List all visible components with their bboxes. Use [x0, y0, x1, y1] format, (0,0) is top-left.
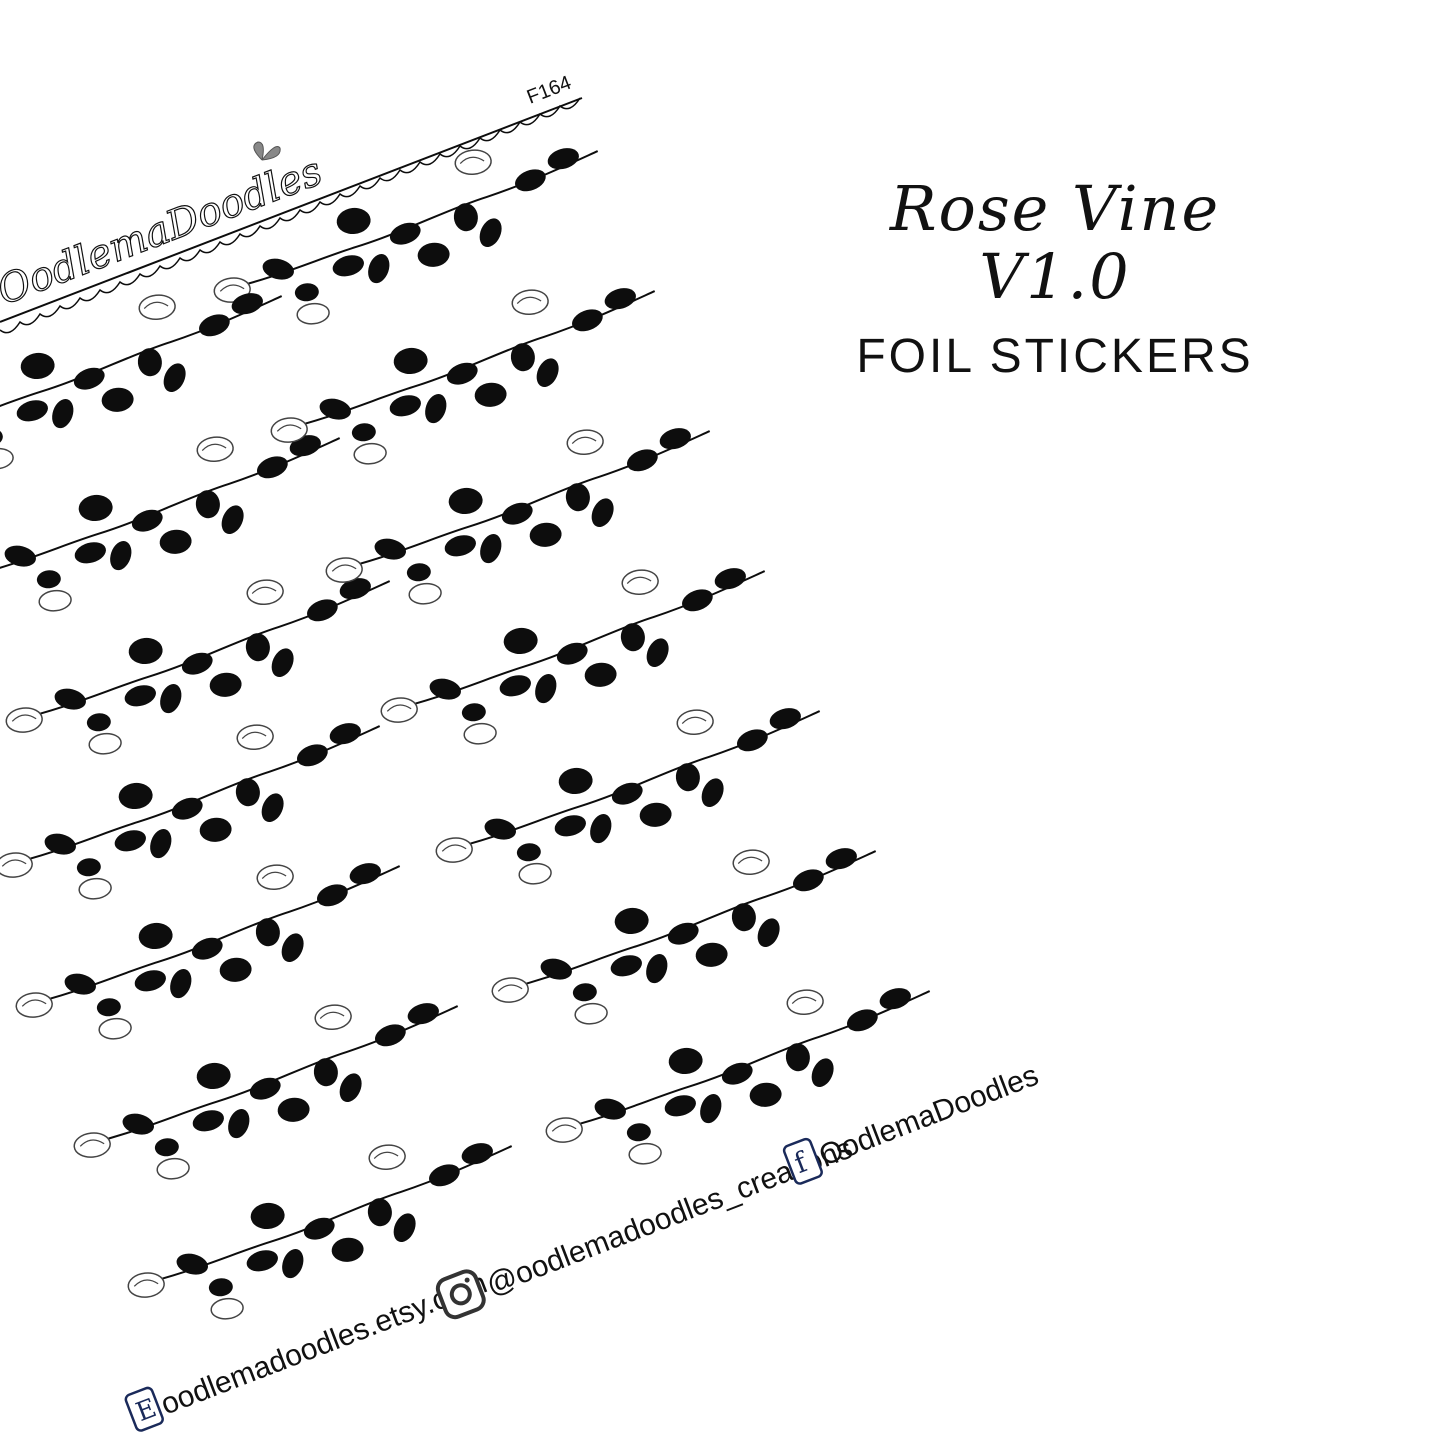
brand-logo: OodlemaDoodles: [0, 148, 328, 314]
rose-vine-sticker: [0, 281, 298, 480]
rose-vine-sticker: [254, 962, 664, 1159]
facebook-icon: [782, 1137, 823, 1185]
rose-vine-sticker: [0, 711, 396, 910]
rose-vine-sticker: [3, 851, 416, 1050]
scalloped-border: [0, 97, 583, 334]
facebook-handle: OodlemaDoodles: [815, 1059, 1043, 1173]
product-title: Rose Vine V1.0: [889, 172, 1221, 314]
rose-vine-sticker: [0, 423, 356, 622]
etsy-icon: [124, 1386, 164, 1432]
butterfly-icon: [253, 141, 281, 161]
title-block: Rose Vine V1.0 FOIL STICKERS: [820, 172, 1290, 384]
product-subtitle: FOIL STICKERS: [856, 330, 1254, 384]
instagram-icon: [435, 1269, 486, 1320]
